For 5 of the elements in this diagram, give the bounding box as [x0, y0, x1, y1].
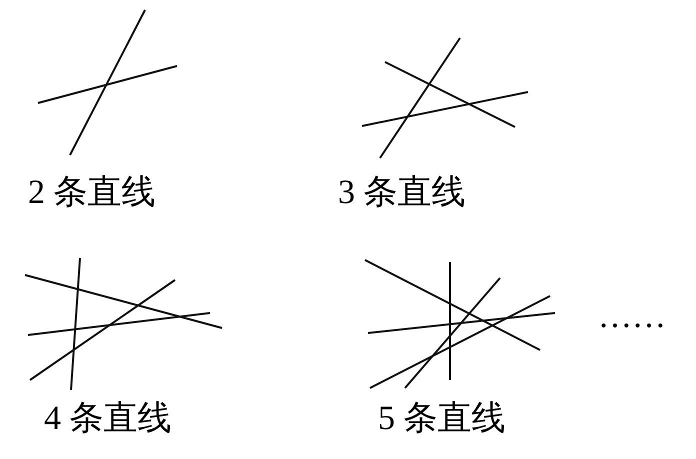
figure-caption: 4 条直线 [44, 402, 172, 436]
figure-caption: 3 条直线 [338, 176, 466, 210]
figure-caption: 5 条直线 [378, 402, 506, 436]
figure-caption: …… [598, 300, 666, 334]
figure-caption: 2 条直线 [28, 176, 156, 210]
